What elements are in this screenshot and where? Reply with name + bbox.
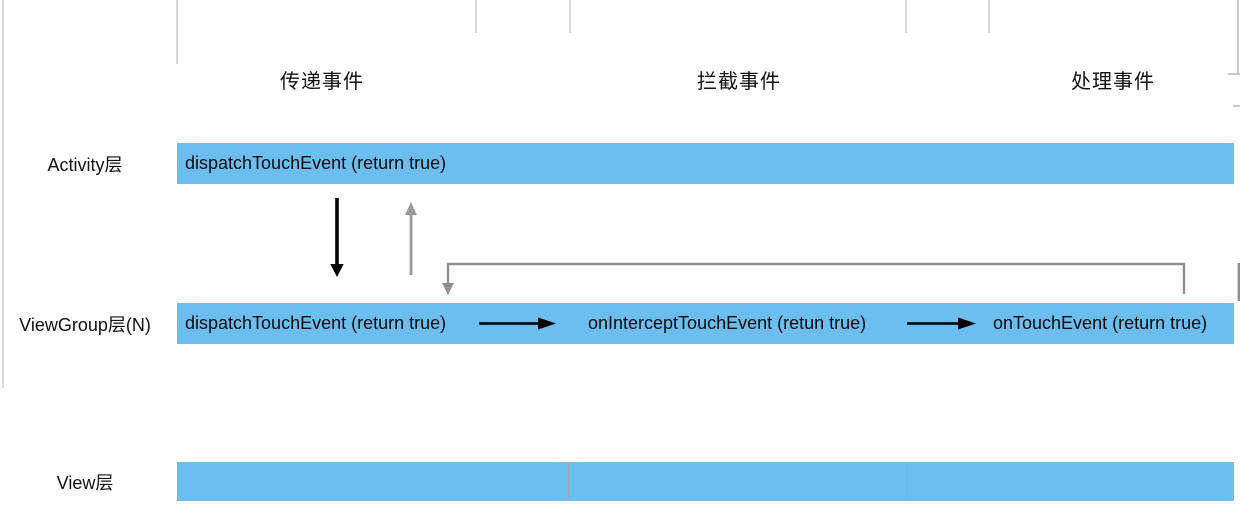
ontouch-return-elbow-arrow-icon <box>442 262 1186 295</box>
activity-bar: dispatchTouchEvent (return true) <box>177 143 1234 184</box>
grid-line-tick-1 <box>176 0 178 64</box>
viewgroup-ontouch-text: onTouchEvent (return true) <box>993 313 1208 333</box>
dispatch-down-arrow-icon <box>330 198 344 277</box>
viewgroup-intercept-text: onInterceptTouchEvent (retun true) <box>588 313 867 333</box>
view-bar-divider-2 <box>907 462 908 501</box>
view-bar-divider-1 <box>568 462 569 501</box>
column-header-intercept: 拦截事件 <box>697 71 781 93</box>
column-header-dispatch: 传递事件 <box>280 71 364 93</box>
grid-tick-right-2 <box>1233 105 1240 107</box>
viewgroup-dispatch-text: dispatchTouchEvent (return true) <box>185 313 447 333</box>
return-up-arrow-icon <box>405 202 417 275</box>
grid-line-tick-5 <box>988 0 990 33</box>
viewgroup-bar: dispatchTouchEvent (return true) onInter… <box>177 303 1234 344</box>
row-label-viewgroup: ViewGroup层(N) <box>19 314 151 335</box>
grid-line-tick-3 <box>569 0 571 33</box>
view-bar <box>177 462 1234 501</box>
grid-line-tick-2 <box>475 0 477 33</box>
grid-line-tick-4 <box>905 0 907 33</box>
grid-line-left-border <box>2 0 4 388</box>
row-label-view: View层 <box>56 472 114 493</box>
activity-dispatch-text: dispatchTouchEvent (return true) <box>185 153 447 173</box>
row-label-activity: Activity层 <box>47 154 123 175</box>
grid-line-right-edge <box>1237 0 1239 74</box>
grid-tick-right-1 <box>1228 73 1240 75</box>
column-header-handle: 处理事件 <box>1071 71 1155 93</box>
